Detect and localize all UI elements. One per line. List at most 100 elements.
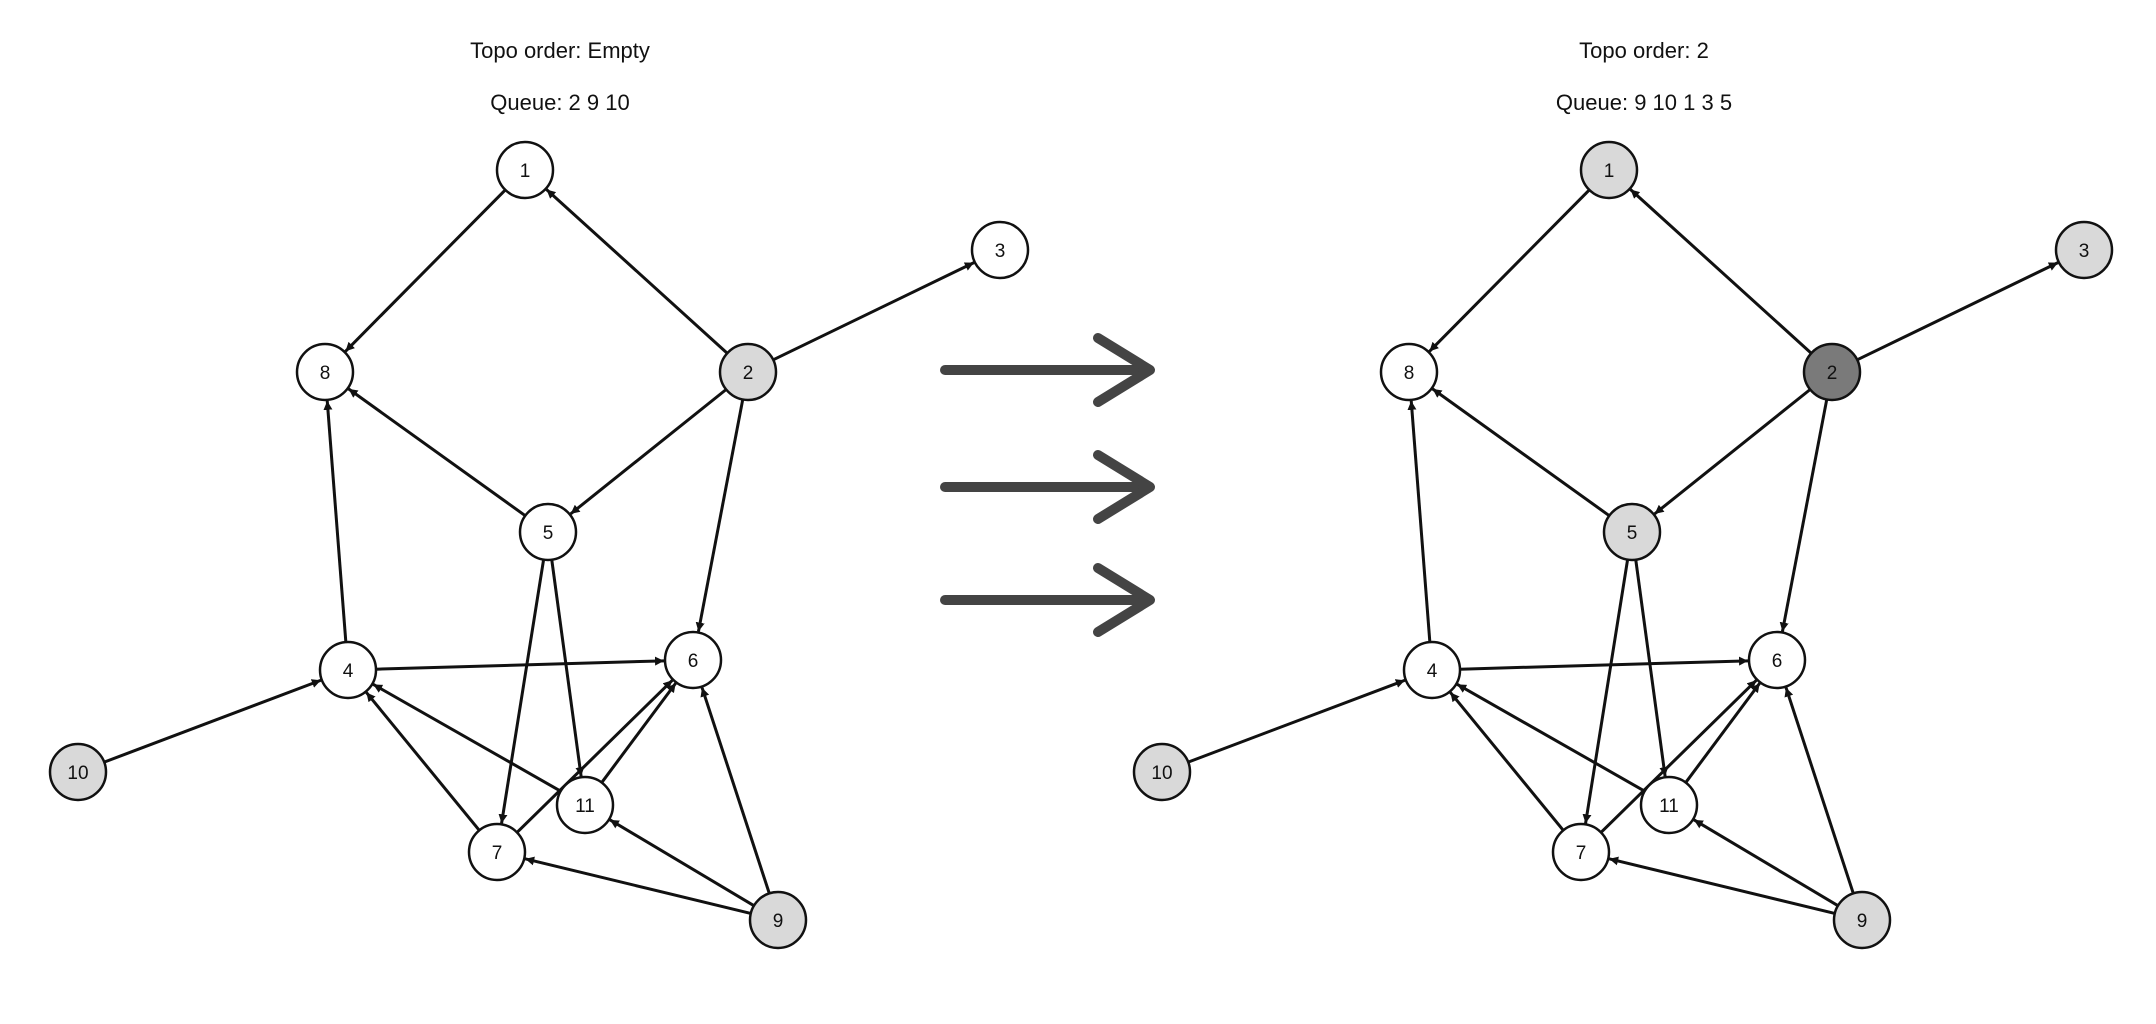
right-edge-9-to-7 (1608, 856, 1836, 915)
right-edge-11-to-4 (1456, 683, 1646, 793)
right-node-10-circle (1132, 742, 1192, 802)
left-edge-2-to-6 (695, 399, 745, 632)
right-node-9-circle (1832, 890, 1892, 950)
right-node-6-label: 6 (1772, 651, 1783, 672)
right-node-3: 3 (2054, 220, 2114, 280)
left-node-11-circle (555, 775, 615, 835)
right-edge-5-to-7 (1582, 559, 1630, 824)
left-node-7: 7 (467, 822, 527, 882)
left-node-8: 8 (295, 342, 355, 402)
left-graph: 1 2 3 4 5 6 7 8 9 10 11 (48, 140, 1030, 950)
left-node-6-circle (663, 630, 723, 690)
left-node-2: 2 (718, 342, 778, 402)
right-node-4: 4 (1402, 640, 1462, 700)
left-node-10-label: 10 (67, 763, 88, 784)
left-node-9-circle (748, 890, 808, 950)
left-edge-1-to-8 (344, 188, 507, 353)
right-topo-order-label: Topo order: 2 (1579, 38, 1709, 63)
left-node-10-circle (48, 742, 108, 802)
right-node-2-label: 2 (1827, 363, 1838, 384)
right-graph: 1 2 3 4 5 6 7 8 9 10 11 (1132, 140, 2114, 950)
right-node-8: 8 (1379, 342, 1439, 402)
transition-arrow-1 (940, 333, 1155, 407)
right-node-10-label: 10 (1151, 763, 1172, 784)
left-node-3-label: 3 (995, 241, 1006, 262)
left-edge-4-to-6 (375, 656, 665, 671)
right-edge-2-to-6 (1779, 399, 1829, 632)
right-edge-2-to-3 (1856, 261, 2059, 362)
left-edge-9-to-6 (700, 687, 771, 894)
left-node-8-circle (295, 342, 355, 402)
left-edge-2-to-3 (772, 261, 975, 362)
right-node-10: 10 (1132, 742, 1192, 802)
right-node-11-circle (1639, 775, 1699, 835)
left-node-9: 9 (748, 890, 808, 950)
right-edge-5-to-11 (1634, 559, 1669, 777)
right-node-11: 11 (1639, 775, 1699, 835)
left-edge-5-to-11 (550, 559, 585, 777)
right-edge-1-to-8 (1428, 188, 1591, 353)
left-edge-5-to-8 (347, 387, 527, 517)
transition-arrow-2 (940, 450, 1155, 524)
left-node-4-label: 4 (343, 661, 354, 682)
left-node-10: 10 (48, 742, 108, 802)
right-node-2-circle (1802, 342, 1862, 402)
left-edge-7-to-6 (515, 679, 674, 834)
left-node-9-label: 9 (773, 911, 784, 932)
right-node-7: 7 (1551, 822, 1611, 882)
left-node-6-label: 6 (688, 651, 699, 672)
left-node-7-label: 7 (492, 843, 503, 864)
left-node-5-label: 5 (543, 523, 554, 544)
left-node-7-circle (467, 822, 527, 882)
right-node-7-label: 7 (1576, 843, 1587, 864)
left-node-3-circle (970, 220, 1030, 280)
right-node-2: 2 (1802, 342, 1862, 402)
left-node-8-label: 8 (320, 363, 331, 384)
left-node-3: 3 (970, 220, 1030, 280)
right-edge-11-to-6 (1684, 682, 1761, 784)
right-node-3-label: 3 (2079, 241, 2090, 262)
left-queue-label: Queue: 2 9 10 (490, 90, 630, 115)
left-edge-5-to-7 (498, 559, 546, 824)
right-node-4-circle (1402, 640, 1462, 700)
left-node-2-label: 2 (743, 363, 754, 384)
left-node-6: 6 (663, 630, 723, 690)
left-node-2-circle (718, 342, 778, 402)
left-node-4: 4 (318, 640, 378, 700)
left-edge-2-to-1 (545, 188, 729, 355)
right-queue-label: Queue: 9 10 1 3 5 (1555, 90, 1733, 115)
right-edge-4-to-6 (1459, 656, 1749, 671)
left-edge-2-to-5 (569, 388, 728, 516)
right-node-9-label: 9 (1857, 911, 1868, 932)
right-edge-10-to-4 (1187, 678, 1406, 764)
left-edge-9-to-11 (609, 818, 755, 907)
left-edge-4-to-8 (323, 400, 348, 643)
right-edge-9-to-6 (1784, 687, 1855, 894)
left-node-1-circle (495, 140, 555, 200)
right-edge-5-to-8 (1431, 387, 1611, 517)
left-node-1: 1 (495, 140, 555, 200)
right-node-4-label: 4 (1427, 661, 1438, 682)
right-node-9: 9 (1832, 890, 1892, 950)
right-node-8-circle (1379, 342, 1439, 402)
transition-arrow-3 (940, 563, 1155, 637)
left-node-5-circle (518, 502, 578, 562)
left-edge-9-to-7 (524, 856, 752, 915)
right-node-7-circle (1551, 822, 1611, 882)
left-node-11-label: 11 (575, 796, 595, 817)
right-node-1-label: 1 (1604, 161, 1615, 182)
right-node-1-circle (1579, 140, 1639, 200)
right-node-1: 1 (1579, 140, 1639, 200)
right-edge-9-to-11 (1693, 818, 1839, 907)
left-topo-order-label: Topo order: Empty (470, 38, 650, 63)
right-node-6: 6 (1747, 630, 1807, 690)
right-node-3-circle (2054, 220, 2114, 280)
right-node-8-label: 8 (1404, 363, 1415, 384)
left-node-4-circle (318, 640, 378, 700)
right-edge-7-to-6 (1599, 679, 1758, 834)
right-node-5: 5 (1602, 502, 1662, 562)
left-node-1-label: 1 (520, 161, 531, 182)
right-node-11-label: 11 (1659, 796, 1679, 817)
left-node-5: 5 (518, 502, 578, 562)
